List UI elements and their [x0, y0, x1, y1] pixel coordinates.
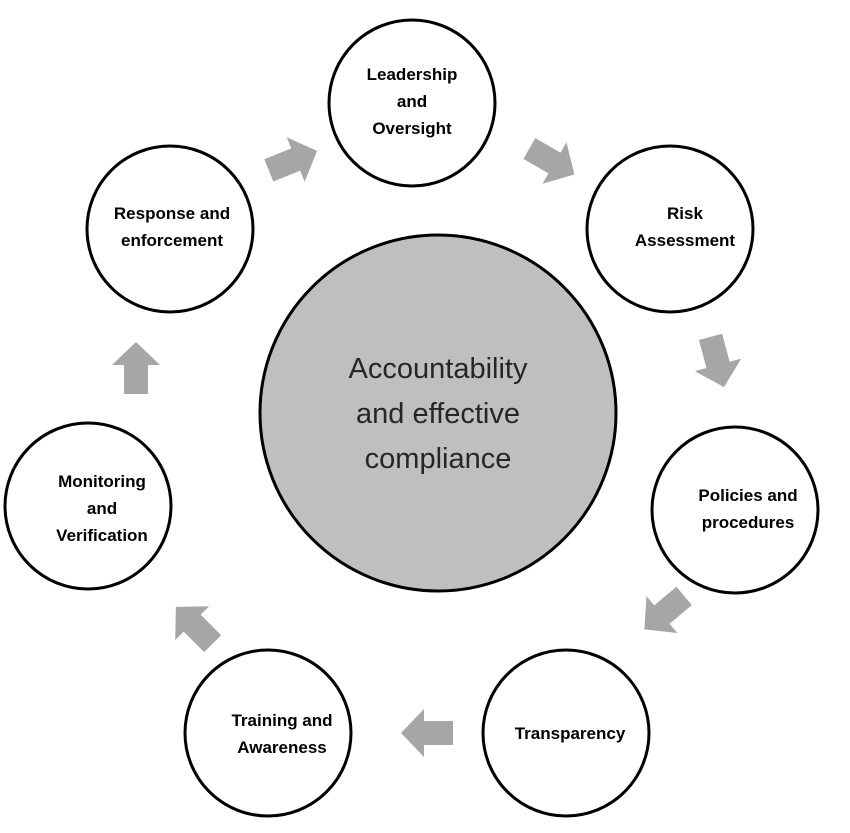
node-monitoring: Monitoring and Verification [3, 421, 173, 591]
arrow-response-to-leadership-icon [264, 137, 318, 182]
node-monitoring-line-2: and [87, 499, 117, 518]
node-policies-line-1: Policies and [698, 486, 797, 505]
node-leadership: Leadership and Oversight [327, 18, 497, 188]
node-risk: Risk Assessment [585, 144, 755, 314]
node-leadership-line-2: and [397, 92, 427, 111]
arrows-layer [112, 137, 742, 757]
node-leadership-circle [327, 18, 497, 188]
node-monitoring-circle [3, 421, 173, 591]
node-response-line-2: enforcement [121, 231, 223, 250]
center-line-3: compliance [365, 443, 512, 475]
node-response: Response and enforcement [85, 144, 255, 314]
node-leadership-line-1: Leadership [367, 65, 458, 84]
node-monitoring-line-3: Verification [56, 526, 148, 545]
arrow-policies-to-transparency-icon [644, 586, 692, 633]
node-transparency-circle [481, 648, 651, 818]
center-line-1: Accountability [349, 353, 528, 385]
arrow-transparency-to-training-icon [401, 709, 453, 757]
arrow-leadership-to-risk-icon [523, 138, 575, 184]
arrow-monitoring-to-response-icon [112, 342, 160, 394]
arrow-risk-to-policies-icon [694, 333, 742, 388]
node-policies: Policies and procedures [650, 425, 820, 595]
node-risk-line-1: Risk [667, 204, 703, 223]
center-hub: Accountability and effective compliance [258, 233, 618, 593]
node-risk-line-2: Assessment [635, 231, 736, 250]
node-response-line-1: Response and [114, 204, 230, 223]
node-transparency: Transparency [481, 648, 651, 818]
node-policies-line-2: procedures [702, 513, 795, 532]
node-transparency-line-1: Transparency [515, 724, 626, 743]
node-response-circle [85, 144, 255, 314]
center-circle [258, 233, 618, 593]
center-line-2: and effective [356, 398, 520, 430]
node-leadership-line-3: Oversight [372, 119, 452, 138]
node-training: Training and Awareness [183, 648, 353, 818]
node-training-line-1: Training and [231, 711, 332, 730]
node-monitoring-line-1: Monitoring [58, 472, 146, 491]
node-risk-circle [585, 144, 755, 314]
node-training-line-2: Awareness [237, 738, 326, 757]
arrow-training-to-monitoring-icon [175, 606, 222, 653]
node-policies-circle [650, 425, 820, 595]
node-training-circle [183, 648, 353, 818]
